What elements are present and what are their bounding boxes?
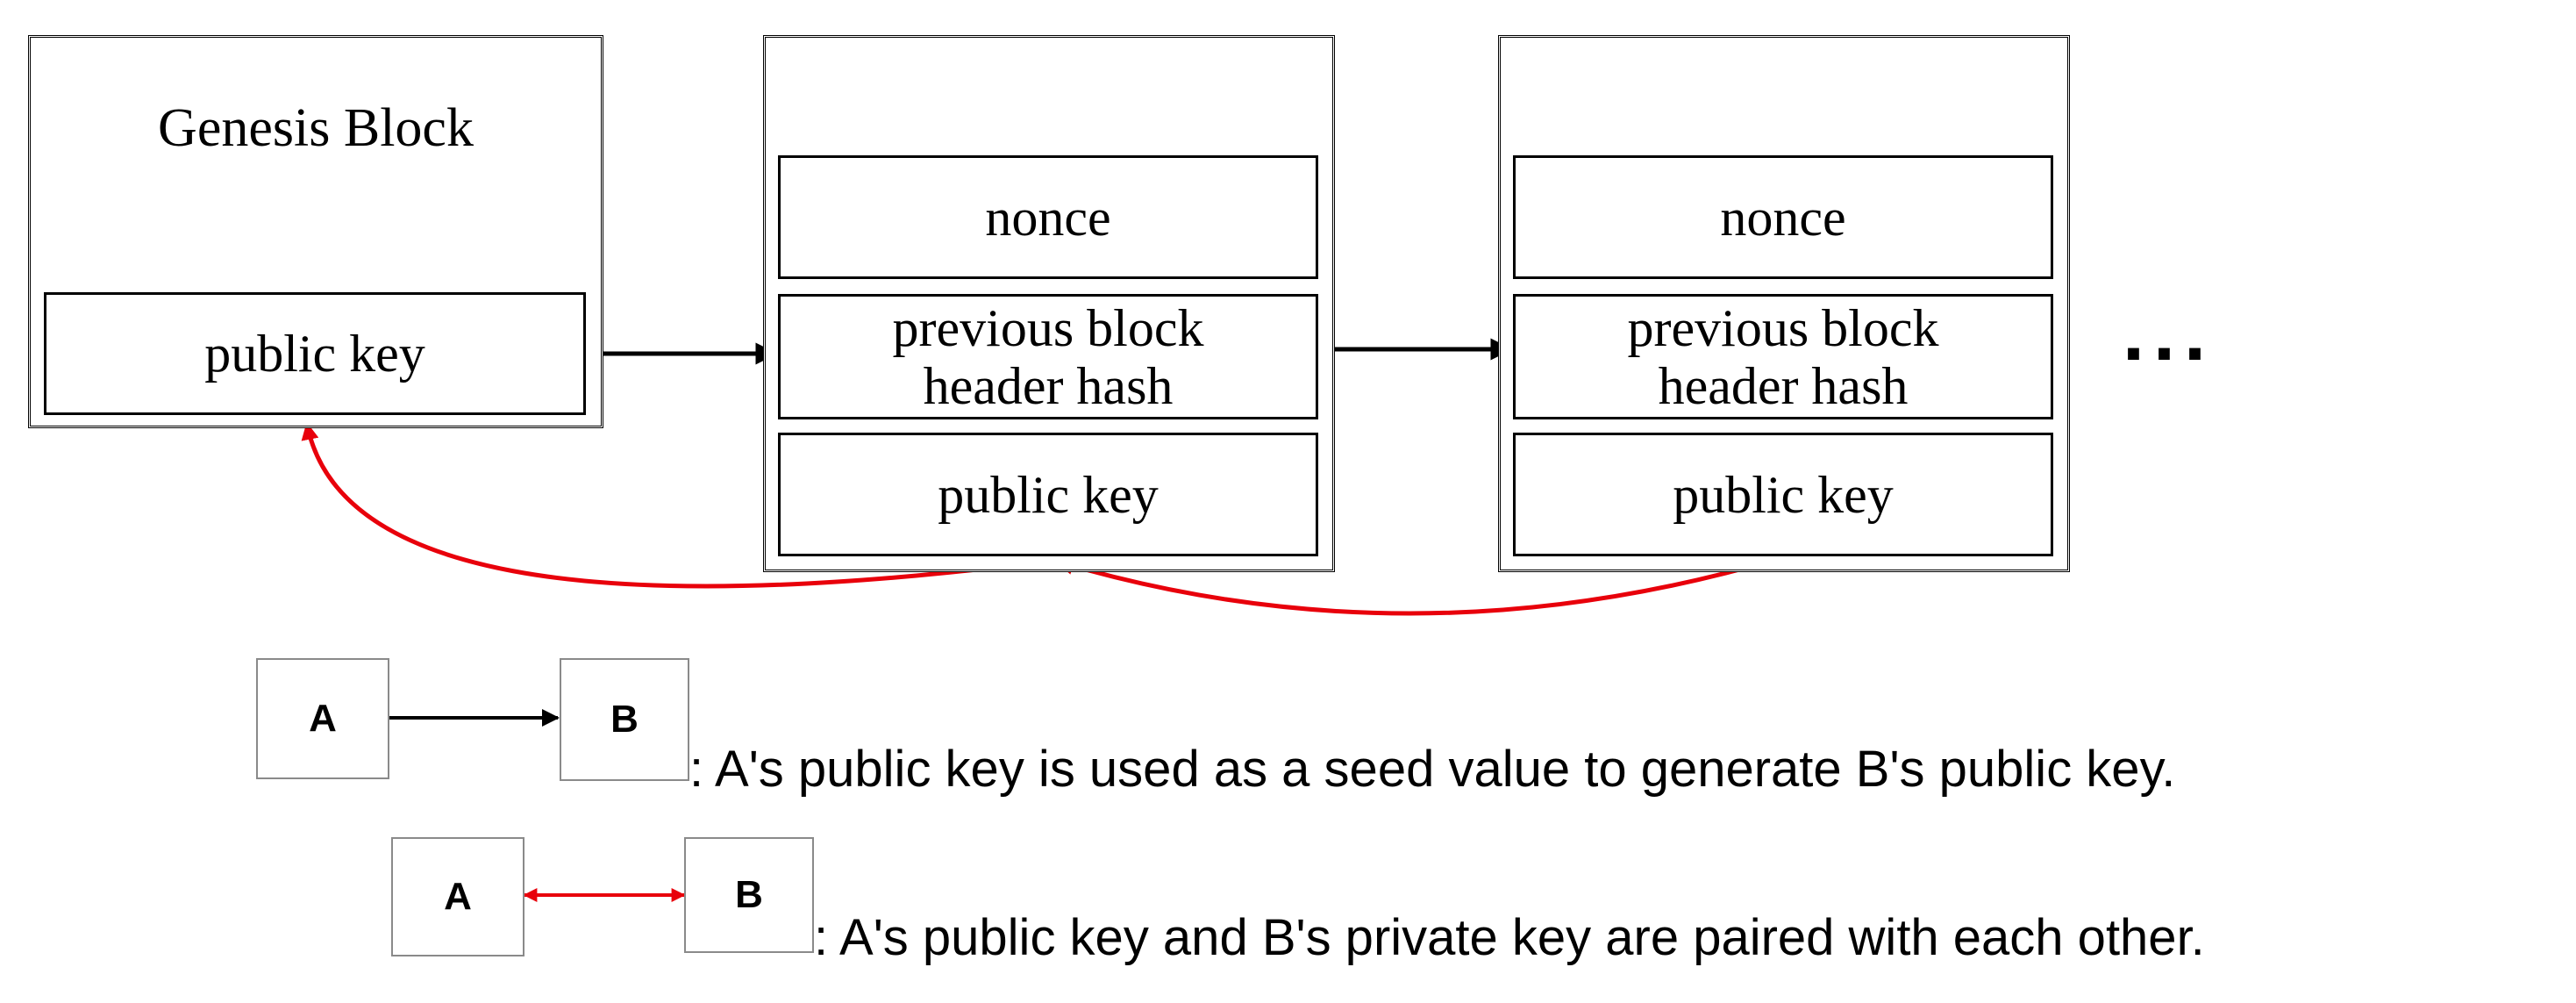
pairing-arc-genesis-block2 [301,422,1045,589]
chain-continuation-ellipsis: ... [2123,290,2216,377]
block-2-prev-hash-line2: header hash [923,356,1174,415]
legend-pairing-box-b: B [684,837,814,953]
block-3-prev-hash-field: previous block header hash [1513,294,2053,419]
block-2-public-key-field: public key [778,433,1318,556]
genesis-block-title: Genesis Block [158,98,474,158]
block-2-prev-hash-field: previous block header hash [778,294,1318,419]
block-2-nonce-field: nonce [778,155,1318,279]
legend-seed-box-b: B [560,658,689,781]
legend-seed-text: : A's public key is used as a seed value… [689,741,2176,798]
block-2-prev-hash-line1: previous block [892,298,1204,357]
block-3-nonce-field: nonce [1513,155,2053,279]
pairing-arc-block2-block3 [1056,554,1782,616]
legend-pairing-text: : A's public key and B's private key are… [814,909,2205,966]
legend-seed-box-a: A [256,658,389,779]
genesis-public-key-field: public key [44,292,586,415]
block-3-public-key-field: public key [1513,433,2053,556]
legend-pairing-box-a: A [391,837,524,956]
block-3-prev-hash-line1: previous block [1627,298,1939,357]
block-3-prev-hash-line2: header hash [1658,356,1909,415]
